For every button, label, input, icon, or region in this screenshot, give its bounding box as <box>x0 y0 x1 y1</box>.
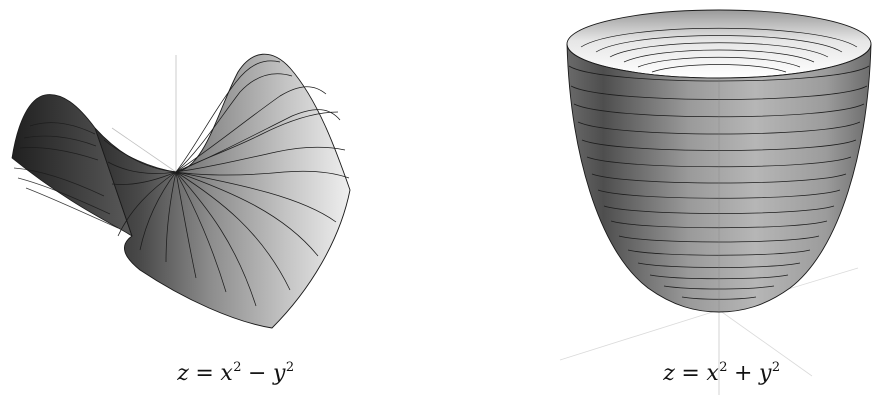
saddle-front-surface <box>94 53 351 329</box>
caption-eq: = <box>681 361 701 386</box>
paraboloid-caption: z=x2+y2 <box>612 360 832 386</box>
caption-exp-a: 2 <box>719 360 729 375</box>
caption-exp-b: 2 <box>771 360 781 375</box>
saddle-back-lobe <box>11 94 133 237</box>
caption-op: + <box>734 361 753 386</box>
paraboloid-axis-diag <box>718 309 813 377</box>
paraboloid-surface <box>559 9 872 395</box>
caption-var: z <box>177 361 190 386</box>
paraboloid-axis-x <box>559 309 720 361</box>
caption-term-a: x <box>220 361 234 386</box>
caption-eq: = <box>195 361 215 386</box>
paraboloid-rim <box>566 9 872 79</box>
caption-term-a: x <box>706 361 720 386</box>
caption-op: − <box>248 361 267 386</box>
caption-exp-b: 2 <box>285 360 295 375</box>
caption-term-b: y <box>758 361 772 386</box>
caption-term-b: y <box>272 361 286 386</box>
caption-var: z <box>663 361 676 386</box>
paraboloid-inner-contours <box>580 27 858 73</box>
saddle-caption: z=x2−y2 <box>126 360 346 386</box>
saddle-contours <box>103 60 350 307</box>
saddle-axis-x <box>111 127 177 173</box>
saddle-surface <box>11 53 351 329</box>
caption-exp-a: 2 <box>233 360 243 375</box>
